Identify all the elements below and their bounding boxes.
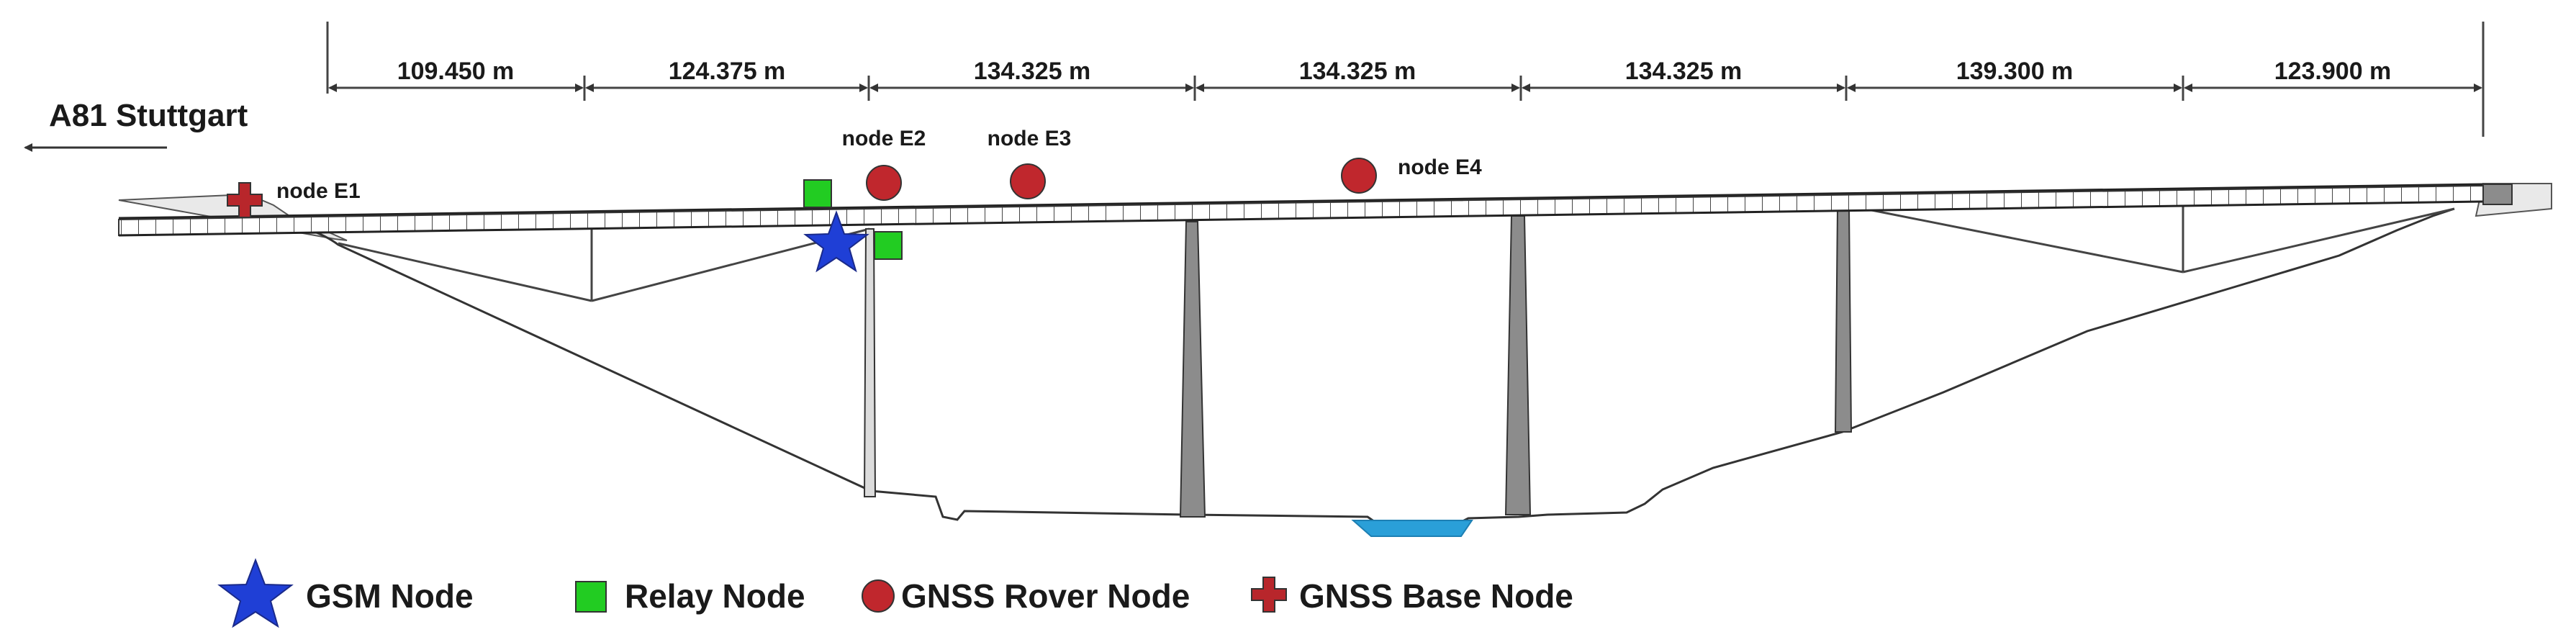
piers xyxy=(863,208,1853,518)
node-e3-label: node E3 xyxy=(988,127,1072,150)
span-label-1: 109.450 m xyxy=(397,58,515,85)
deck-support-struts xyxy=(338,203,2455,302)
span-label-7: 123.900 m xyxy=(2274,58,2392,85)
bridge-deck-girder xyxy=(118,184,2484,237)
node-e1-marker xyxy=(227,182,263,218)
river xyxy=(1351,520,1473,537)
strut-right-b xyxy=(2182,207,2455,274)
legend-star-icon xyxy=(217,558,294,628)
legend-base-label: GNSS Base Node xyxy=(1299,577,1573,615)
span-label-3: 134.325 m xyxy=(974,58,1091,85)
legend-cross-icon xyxy=(1251,577,1287,613)
node-e4-label: node E4 xyxy=(1398,155,1482,179)
node-e2-rover xyxy=(866,165,902,201)
legend-rover-label: GNSS Rover Node xyxy=(901,577,1190,615)
strut-right-a xyxy=(1845,204,2184,274)
legend-square-icon xyxy=(575,581,607,613)
span-label-5: 134.325 m xyxy=(1625,58,1743,85)
legend: GSM Node Relay Node GNSS Rover Node GNSS… xyxy=(217,558,1573,628)
gsm-node-star xyxy=(803,210,869,273)
span-label-6: 139.300 m xyxy=(1956,58,2074,85)
node-e1-label: node E1 xyxy=(276,179,361,203)
gnss-base-icon xyxy=(227,182,263,218)
legend-relay-label: Relay Node xyxy=(625,577,805,615)
node-e2-label: node E2 xyxy=(842,127,926,150)
valley-profile xyxy=(287,207,2455,534)
bridge-abutment-right xyxy=(2482,184,2513,205)
legend-circle-icon xyxy=(862,579,895,613)
pier-1 xyxy=(863,228,877,497)
relay-node-upper xyxy=(803,179,832,208)
pier-3 xyxy=(1504,215,1532,515)
span-label-4: 134.325 m xyxy=(1299,58,1416,85)
bridge-deck-bottom xyxy=(118,200,2484,237)
direction-label: A81 Stuttgart xyxy=(49,98,248,133)
dimension-lines xyxy=(326,22,2485,137)
dimension-labels: 109.450 m 124.375 m 134.325 m 134.325 m … xyxy=(397,58,2392,85)
strut-left-a xyxy=(338,242,592,302)
node-e4-rover xyxy=(1341,158,1377,194)
span-label-2: 124.375 m xyxy=(669,58,786,85)
node-e3-rover xyxy=(1010,163,1046,199)
legend-gsm-label: GSM Node xyxy=(306,577,474,615)
pier-2 xyxy=(1179,221,1206,518)
pier-4 xyxy=(1834,208,1853,433)
relay-node-lower xyxy=(874,231,903,260)
